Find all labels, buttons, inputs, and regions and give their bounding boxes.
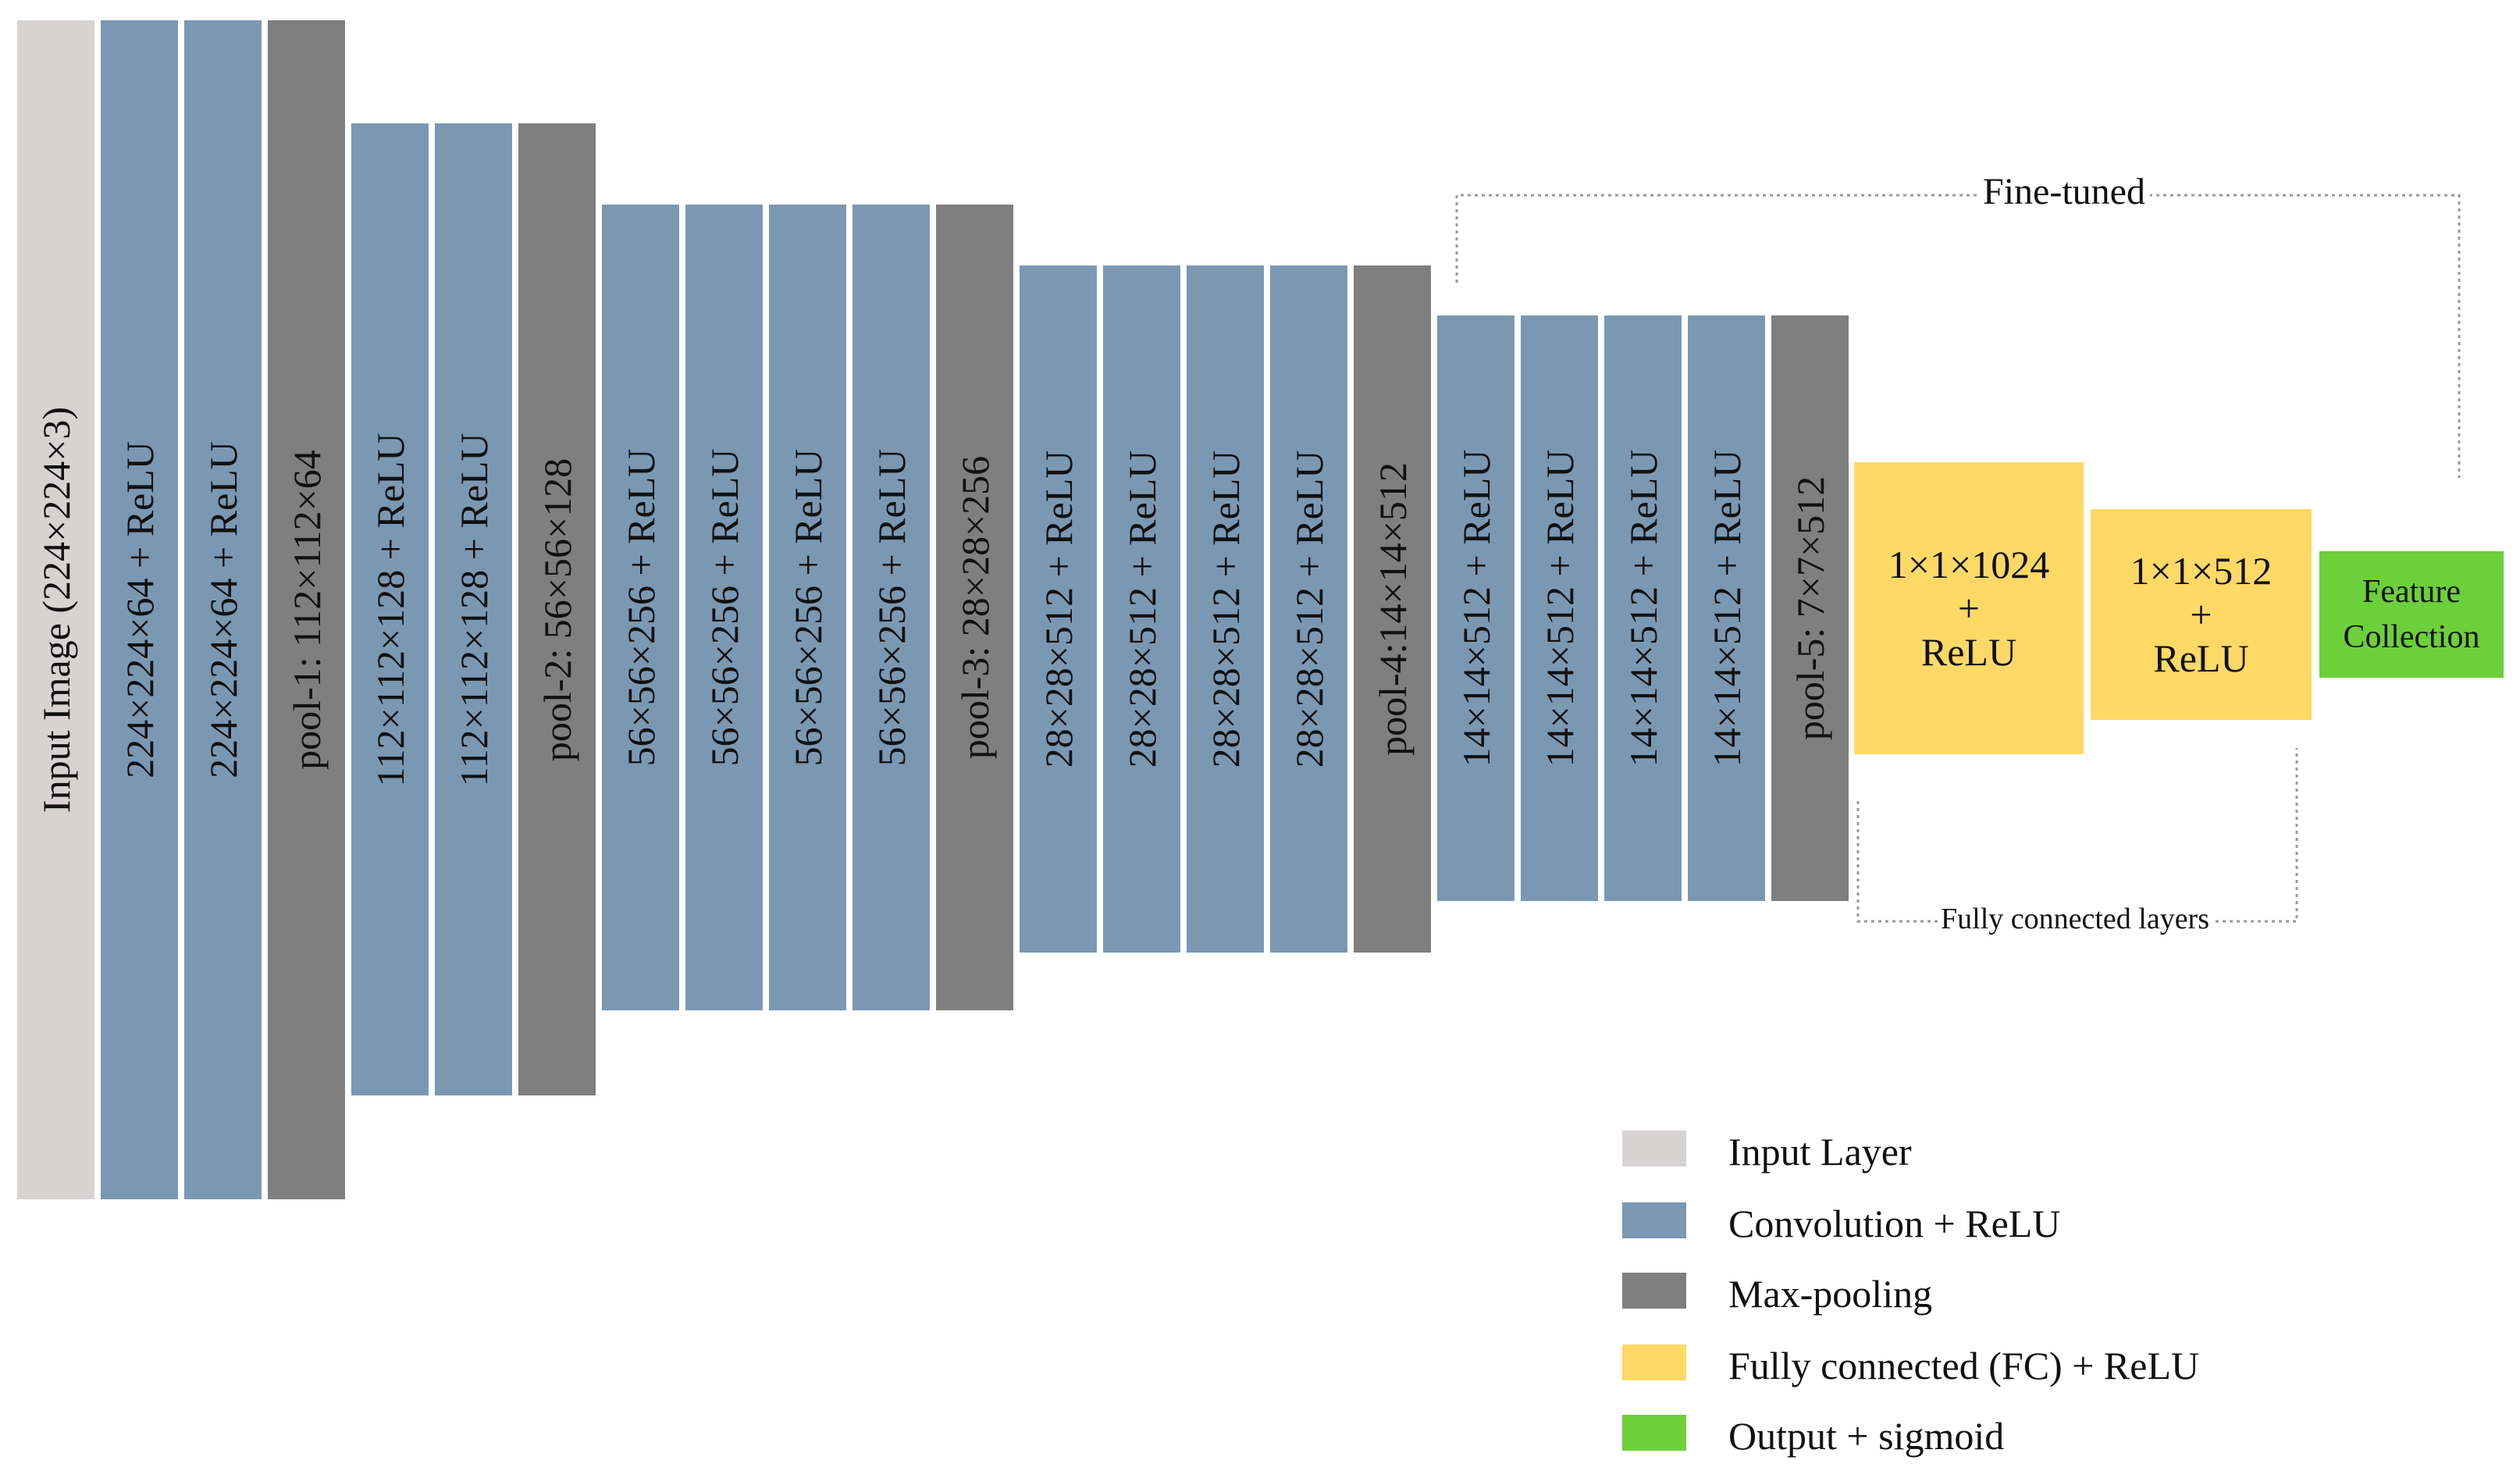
layer-pool-block: pool-5: 7×7×512 xyxy=(1771,315,1849,901)
layer-conv-block: 112×112×128 + ReLU xyxy=(435,123,512,1095)
layer-label: 14×14×512 + ReLU xyxy=(1537,449,1582,768)
layer-label: 56×56×256 + ReLU xyxy=(702,448,746,767)
layer-conv-block: 28×28×512 + ReLU xyxy=(1187,265,1264,953)
layer-conv-block: 14×14×512 + ReLU xyxy=(1437,315,1514,901)
layer-conv-block: 14×14×512 + ReLU xyxy=(1688,315,1765,901)
layer-conv-block: 28×28×512 + ReLU xyxy=(1103,265,1180,953)
legend-label: Output + sigmoid xyxy=(1728,1414,2005,1458)
output-block: Feature Collection xyxy=(2319,551,2504,678)
fc-layer-block: 1×1×1024 + ReLU xyxy=(1854,462,2084,754)
layer-conv-block: 112×112×128 + ReLU xyxy=(351,123,429,1095)
layer-label: pool-5: 7×7×512 xyxy=(1788,475,1832,741)
legend-label: Fully connected (FC) + ReLU xyxy=(1728,1344,2200,1387)
layer-pool-block: pool-2: 56×56×128 xyxy=(518,123,596,1095)
layer-label: 112×112×128 + ReLU xyxy=(368,432,412,787)
fully-connected-label: Fully connected layers xyxy=(1938,904,2213,934)
layer-label: pool-1: 112×112×64 xyxy=(284,450,329,770)
layer-pool-block: pool-1: 112×112×64 xyxy=(268,20,345,1199)
legend-swatch xyxy=(1622,1202,1686,1238)
layer-conv-block: 56×56×256 + ReLU xyxy=(685,205,763,1010)
legend-swatch xyxy=(1622,1345,1686,1380)
layer-label: Input Image (224×224×3) xyxy=(34,406,78,814)
legend-label: Input Layer xyxy=(1728,1130,1912,1174)
layer-input-block: Input Image (224×224×3) xyxy=(17,20,94,1199)
fully-connected-bracket xyxy=(1856,748,2298,923)
layer-label: 56×56×256 + ReLU xyxy=(785,448,830,767)
layer-label: pool-4:14×14×512 xyxy=(1370,462,1415,756)
layer-label: 28×28×512 + ReLU xyxy=(1119,450,1164,768)
layer-label: 224×224×64 + ReLU xyxy=(201,441,245,778)
layer-label: 56×56×256 + ReLU xyxy=(618,448,663,767)
fc-layer-block: 1×1×512 + ReLU xyxy=(2091,509,2312,720)
layer-conv-block: 28×28×512 + ReLU xyxy=(1270,265,1347,953)
output-label: Feature Collection xyxy=(2343,574,2480,655)
legend-swatch xyxy=(1622,1131,1686,1166)
legend-swatch xyxy=(1622,1415,1686,1451)
layer-label: 14×14×512 + ReLU xyxy=(1621,449,1665,768)
layer-conv-block: 14×14×512 + ReLU xyxy=(1604,315,1682,901)
layer-label: 56×56×256 + ReLU xyxy=(869,448,913,767)
layer-conv-block: 56×56×256 + ReLU xyxy=(852,205,930,1010)
layer-label: 224×224×64 + ReLU xyxy=(117,441,162,778)
layer-label: 14×14×512 + ReLU xyxy=(1704,449,1749,768)
layer-label: 14×14×512 + ReLU xyxy=(1454,449,1498,768)
layer-pool-block: pool-3: 28×28×256 xyxy=(936,205,1013,1010)
legend-label: Convolution + ReLU xyxy=(1728,1202,2061,1245)
layer-conv-block: 224×224×64 + ReLU xyxy=(101,20,178,1199)
layer-conv-block: 28×28×512 + ReLU xyxy=(1020,265,1097,953)
layer-conv-block: 56×56×256 + ReLU xyxy=(769,205,846,1010)
layer-label: 28×28×512 + ReLU xyxy=(1036,450,1080,768)
fine-tuned-bracket xyxy=(1455,194,2461,478)
layer-label: pool-2: 56×56×128 xyxy=(535,458,579,761)
layer-label: 28×28×512 + ReLU xyxy=(1203,450,1248,768)
layer-label: pool-3: 28×28×256 xyxy=(952,455,997,760)
legend-swatch xyxy=(1622,1273,1686,1309)
layer-conv-block: 224×224×64 + ReLU xyxy=(184,20,262,1199)
layer-conv-block: 56×56×256 + ReLU xyxy=(602,205,679,1010)
layer-pool-block: pool-4:14×14×512 xyxy=(1354,265,1431,953)
fc-layer-label: 1×1×512 + ReLU xyxy=(2130,549,2273,680)
layer-conv-block: 14×14×512 + ReLU xyxy=(1521,315,1598,901)
layer-label: 28×28×512 + ReLU xyxy=(1287,450,1331,768)
fc-layer-label: 1×1×1024 + ReLU xyxy=(1888,543,2050,674)
legend-label: Max-pooling xyxy=(1728,1272,1933,1316)
layer-label: 112×112×128 + ReLU xyxy=(451,432,496,787)
fine-tuned-label: Fine-tuned xyxy=(1978,173,2150,211)
